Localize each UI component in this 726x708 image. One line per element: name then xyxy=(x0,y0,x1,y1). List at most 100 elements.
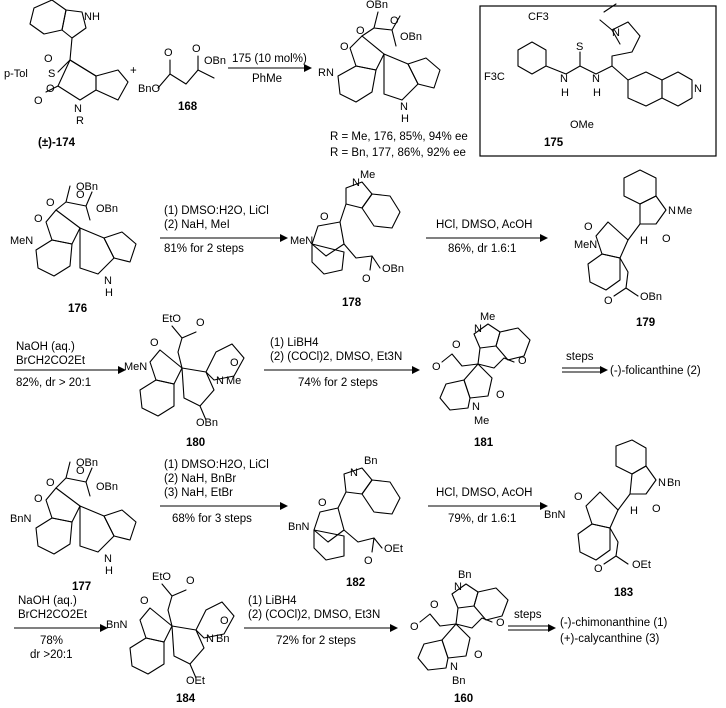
condition-text: (2) NaH, BnBr xyxy=(164,473,236,485)
atom-label: O xyxy=(362,273,371,285)
compound-180: EtO O MeN O N Me O OBn 180 xyxy=(124,313,245,449)
atom-label: O xyxy=(44,53,53,65)
arrowhead xyxy=(540,234,548,242)
atom-label: N xyxy=(350,467,358,479)
atom-label: Bn xyxy=(458,569,471,581)
atom-label: O xyxy=(34,493,43,505)
atom-label: F3C xyxy=(484,71,505,83)
atom-label: O xyxy=(340,41,349,53)
arrowhead xyxy=(118,366,126,374)
atom-label: Bn xyxy=(216,633,229,645)
yield-text: 82%, dr > 20:1 xyxy=(16,377,91,389)
atom-label: O xyxy=(452,339,461,351)
atom-label: EtO xyxy=(152,571,171,583)
atom-label: O xyxy=(390,15,399,27)
condition-text: HCl, DMSO, AcOH xyxy=(436,487,532,499)
compound-label-178: 178 xyxy=(342,297,362,309)
arrowhead xyxy=(280,234,288,242)
atom-label: OBn xyxy=(76,181,98,193)
condition-text: (1) LiBH4 xyxy=(270,337,319,349)
atom-label: N xyxy=(206,633,214,645)
atom-label: O xyxy=(584,221,593,233)
atom-label: O xyxy=(34,95,43,107)
atom-label: Bn xyxy=(364,455,377,467)
condition-text: BrCH2CO2Et xyxy=(18,609,88,621)
atom-label: OBn xyxy=(382,263,404,275)
compound-178: Me N MeN O O OBn 178 xyxy=(290,169,404,309)
condition-text: (2) NaH, MeI xyxy=(164,219,230,231)
compound-label-174: (±)-174 xyxy=(38,137,76,149)
compound-182: Bn N BnN O O OEt 182 xyxy=(288,455,403,589)
atom-label: N xyxy=(472,401,480,413)
atom-label: OBn xyxy=(204,55,226,67)
atom-label: O xyxy=(574,491,583,503)
condition-text: (1) DMSO:H2O, LiCl xyxy=(164,205,269,217)
atom-label: N xyxy=(450,661,458,673)
atom-label: S xyxy=(576,41,583,53)
atom-label: O xyxy=(196,317,205,329)
atom-label: O xyxy=(410,621,419,633)
arrowhead xyxy=(390,624,398,632)
atom-label: OBn xyxy=(640,291,662,303)
compound-label-160: 160 xyxy=(454,693,473,705)
atom-label: S xyxy=(48,68,55,80)
atom-label: N xyxy=(560,73,568,85)
atom-label: O xyxy=(140,595,149,607)
compound-181: Me N O O O N Me O 181 xyxy=(432,311,531,449)
catalyst-175-box: CF3 F3C S N N H H N N OMe 175 xyxy=(479,3,717,157)
atom-label: H xyxy=(105,287,113,299)
yield-text: 74% for 2 steps xyxy=(298,377,378,389)
atom-label: O xyxy=(76,465,85,477)
atom-label: EtO xyxy=(162,313,181,325)
compound-label-168: 168 xyxy=(178,101,198,113)
compound-174: NH p-Tol S O O O N R (±)-174 xyxy=(4,0,129,149)
target-product: (-)-chimonanthine (1) xyxy=(560,617,668,629)
atom-label: BnN xyxy=(288,521,309,533)
atom-label: O xyxy=(318,497,327,509)
atom-label: O xyxy=(364,555,373,567)
atom-label: O xyxy=(230,357,239,369)
atom-label: N xyxy=(74,103,82,115)
atom-label: Bn xyxy=(667,477,680,489)
atom-label: N xyxy=(694,83,702,95)
condition-text: (2) (COCl)2, DMSO, Et3N xyxy=(270,351,402,363)
atom-label: OBn xyxy=(196,417,218,429)
condition-text: BrCH2CO2Et xyxy=(16,355,86,367)
yield-text: 86%, dr 1.6:1 xyxy=(448,243,516,255)
atom-label: O xyxy=(46,197,55,209)
compound-160: Bn N O O O N Bn O 160 xyxy=(410,569,509,705)
arrowhead xyxy=(412,366,420,374)
atom-label: O xyxy=(220,615,229,627)
atom-label: O xyxy=(594,563,603,575)
atom-label: H xyxy=(640,235,648,247)
atom-label: R xyxy=(76,115,84,127)
yield-line: R = Bn, 177, 86%, 92% ee xyxy=(330,147,466,159)
arrowhead xyxy=(600,366,608,374)
atom-label: O xyxy=(518,355,527,367)
atom-label: O xyxy=(662,233,671,245)
atom-label: OBn xyxy=(96,481,118,493)
atom-label: O xyxy=(604,295,613,307)
atom-label: N xyxy=(216,375,224,387)
atom-label: MeN xyxy=(124,361,147,373)
compound-label-180: 180 xyxy=(186,437,205,449)
atom-label: O xyxy=(164,47,173,59)
catalyst-box xyxy=(479,5,717,157)
atom-label: N xyxy=(104,553,112,565)
compound-177: OBn OBn O O O BnN N H 177 xyxy=(10,457,137,593)
atom-label: N xyxy=(658,477,666,489)
compound-label-177: 177 xyxy=(72,581,91,593)
atom-label: BnN xyxy=(106,619,127,631)
atom-label: MeN xyxy=(574,239,597,251)
atom-label: OBn xyxy=(76,457,98,469)
compound-176: OBn OBn O O O MeN N H 176 xyxy=(10,181,137,315)
atom-label: p-Tol xyxy=(4,68,28,80)
atom-label: N xyxy=(104,275,112,287)
atom-label: NH xyxy=(84,11,100,23)
yield-text: 72% for 2 steps xyxy=(276,635,356,647)
atom-label: OBn xyxy=(400,31,422,43)
compound-label-183: 183 xyxy=(614,587,633,599)
atom-label: OEt xyxy=(186,675,205,687)
